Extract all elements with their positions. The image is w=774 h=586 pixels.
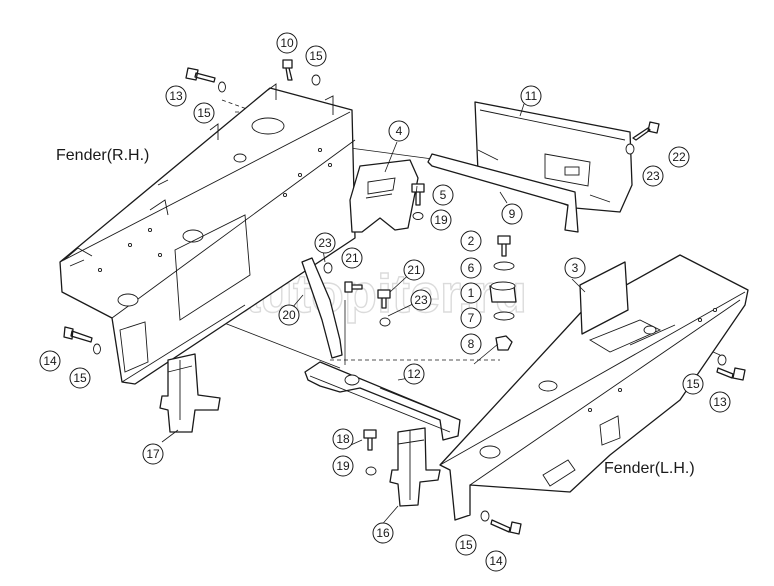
svg-text:11: 11 <box>525 89 538 103</box>
callout-15-left: 15 <box>193 102 215 124</box>
svg-text:21: 21 <box>345 251 359 265</box>
svg-text:12: 12 <box>407 367 421 381</box>
callout-10: 10 <box>276 32 298 54</box>
hardware <box>63 59 746 535</box>
callout-15-right: 15 <box>682 373 704 395</box>
svg-text:23: 23 <box>414 293 428 307</box>
svg-text:22: 22 <box>672 150 686 164</box>
callout-21-left: 21 <box>341 247 363 269</box>
bracket-17 <box>159 353 221 433</box>
bar-9 <box>427 153 579 233</box>
svg-text:14: 14 <box>43 354 57 368</box>
callout-19-top: 19 <box>430 209 452 231</box>
callout-1: 1 <box>460 282 482 304</box>
callout-15-bottom: 15 <box>455 534 477 556</box>
svg-text:23: 23 <box>318 236 332 250</box>
callout-13-right: 13 <box>709 391 731 413</box>
callout-23-low: 23 <box>410 289 432 311</box>
callout-21-right: 21 <box>403 259 425 281</box>
rail-12 <box>304 361 461 441</box>
callout-leaders <box>161 103 586 529</box>
fender-lh-label: Fender(L.H.) <box>604 460 695 477</box>
svg-text:13: 13 <box>169 89 183 103</box>
svg-text:15: 15 <box>73 371 87 385</box>
svg-text:15: 15 <box>459 538 473 552</box>
callout-12: 12 <box>403 363 425 385</box>
svg-text:21: 21 <box>407 263 421 277</box>
callout-14-bottom: 14 <box>485 550 507 572</box>
callout-18: 18 <box>332 428 354 450</box>
callout-6: 6 <box>460 257 482 279</box>
bracket-16 <box>389 427 441 507</box>
svg-text:9: 9 <box>509 207 516 221</box>
svg-text:3: 3 <box>572 261 579 275</box>
callout-23-right: 23 <box>642 165 664 187</box>
svg-text:1: 1 <box>468 286 475 300</box>
svg-text:6: 6 <box>468 261 475 275</box>
svg-text:13: 13 <box>713 395 727 409</box>
svg-text:14: 14 <box>489 554 503 568</box>
svg-text:20: 20 <box>282 308 296 322</box>
svg-text:4: 4 <box>396 124 403 138</box>
fender-lh <box>439 254 749 521</box>
svg-text:15: 15 <box>309 49 323 63</box>
callout-14-left: 14 <box>39 350 61 372</box>
svg-text:8: 8 <box>468 337 475 351</box>
svg-text:5: 5 <box>440 188 447 202</box>
callout-16: 16 <box>372 522 394 544</box>
svg-text:16: 16 <box>376 526 390 540</box>
callout-17: 17 <box>142 443 164 465</box>
fender-rh-label: Fender(R.H.) <box>56 147 149 164</box>
callout-9: 9 <box>501 203 523 225</box>
svg-text:2: 2 <box>468 234 475 248</box>
callout-5: 5 <box>432 184 454 206</box>
callout-4: 4 <box>388 120 410 142</box>
svg-text:17: 17 <box>146 447 160 461</box>
callout-7: 7 <box>460 307 482 329</box>
svg-text:19: 19 <box>434 213 448 227</box>
callout-19-low: 19 <box>332 455 354 477</box>
callout-23-mid: 23 <box>314 232 336 254</box>
svg-text:23: 23 <box>646 169 660 183</box>
svg-text:15: 15 <box>197 106 211 120</box>
svg-text:10: 10 <box>280 36 294 50</box>
strut-20 <box>301 257 343 359</box>
callout-15-lower-left: 15 <box>69 367 91 389</box>
callout-2: 2 <box>460 230 482 252</box>
callouts: 10 15 13 15 11 4 22 23 5 19 9 23 2 21 6 … <box>39 32 731 572</box>
callout-11: 11 <box>520 85 542 107</box>
callout-20: 20 <box>278 304 300 326</box>
svg-text:15: 15 <box>686 377 700 391</box>
bracket-4 <box>349 159 419 233</box>
callout-13-top: 13 <box>165 85 187 107</box>
callout-3: 3 <box>564 257 586 279</box>
svg-text:18: 18 <box>336 432 350 446</box>
fender-rh <box>59 83 356 385</box>
callout-15-top: 15 <box>305 45 327 67</box>
svg-text:7: 7 <box>468 311 475 325</box>
svg-text:19: 19 <box>336 459 350 473</box>
callout-8: 8 <box>460 333 482 355</box>
callout-22: 22 <box>668 146 690 168</box>
